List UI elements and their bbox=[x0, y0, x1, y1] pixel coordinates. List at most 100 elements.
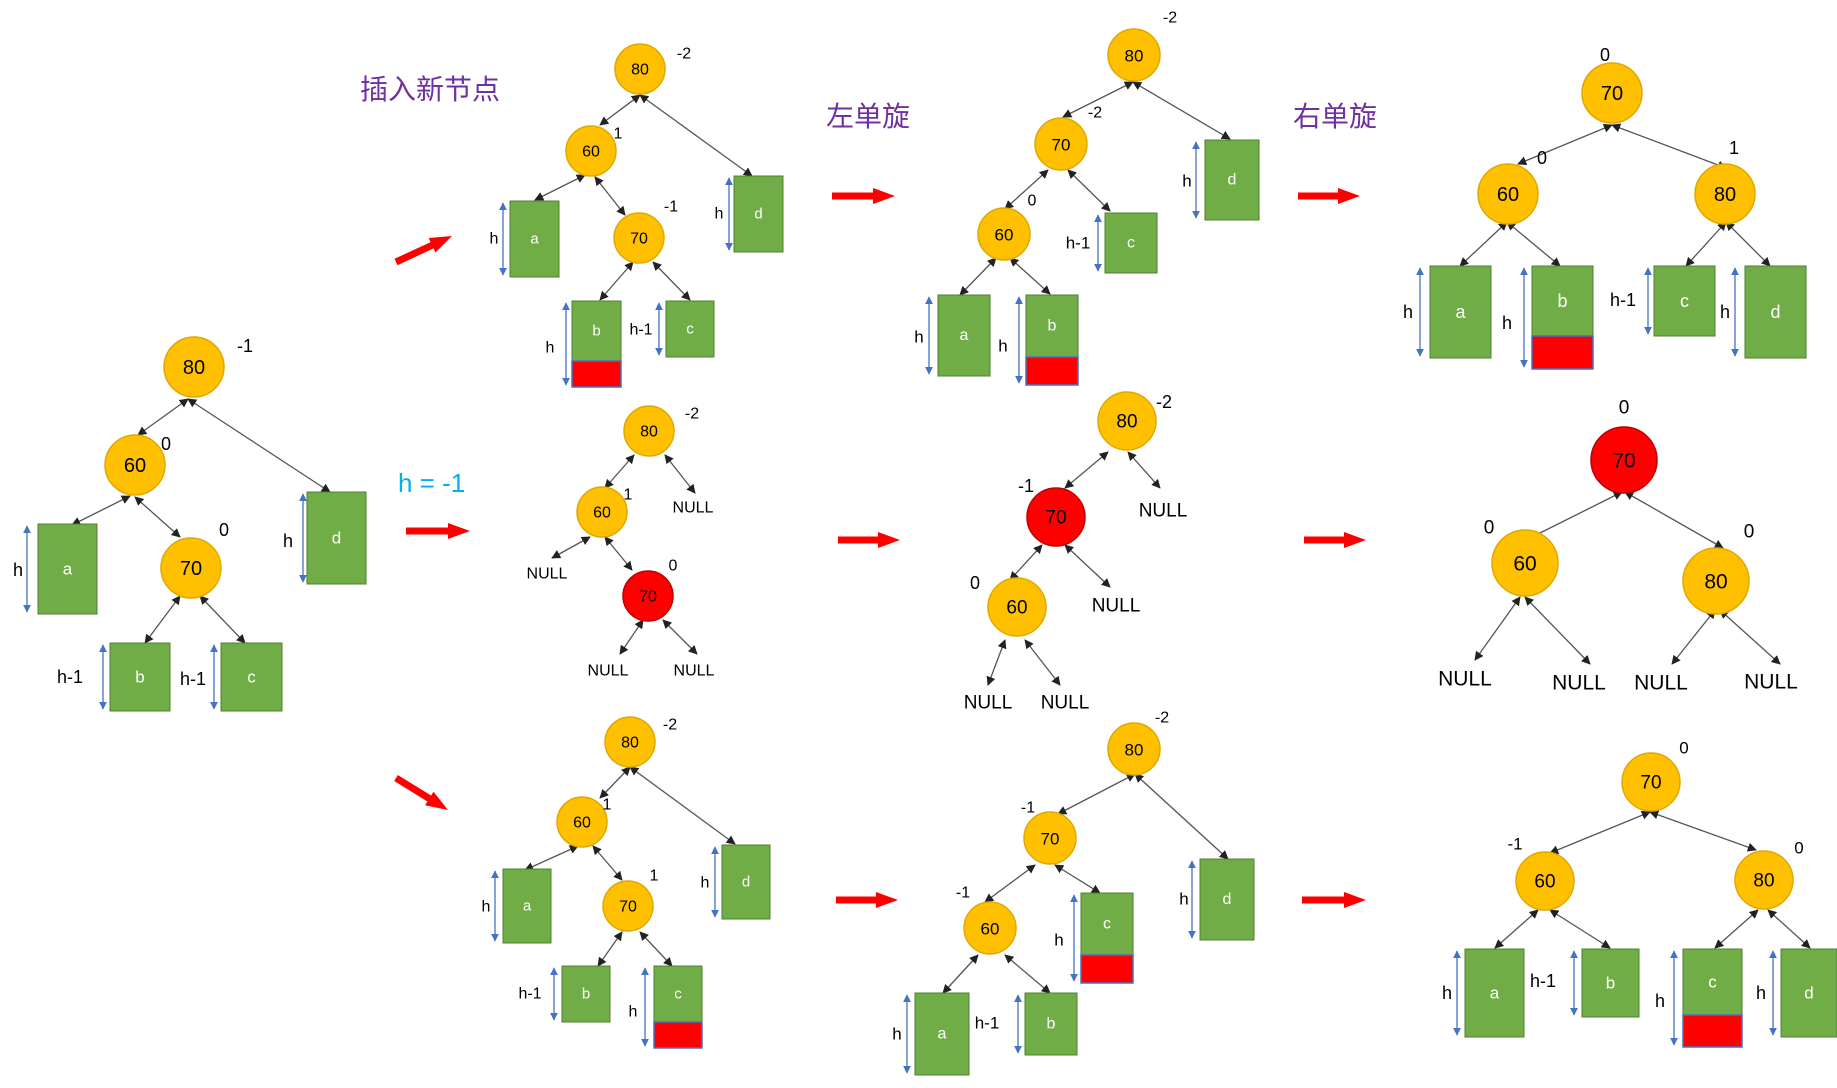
subtree-c: ch-1 bbox=[1066, 212, 1158, 274]
subtree-b: bh-1 bbox=[975, 992, 1078, 1056]
tree-edge bbox=[1506, 221, 1561, 267]
balance-factor: 0 bbox=[1600, 45, 1610, 65]
node-circle bbox=[604, 716, 656, 768]
subtree-name: b bbox=[592, 323, 600, 340]
balance-factor: 0 bbox=[1537, 148, 1547, 168]
subtree-d: dh bbox=[1756, 948, 1837, 1038]
arrow-case2-right bbox=[1304, 532, 1366, 548]
node-circle bbox=[1107, 28, 1161, 82]
tree-edge bbox=[597, 931, 623, 967]
node-value: 70 bbox=[630, 231, 648, 248]
tree-node-80: 80-2 bbox=[1107, 710, 1169, 776]
node-circle bbox=[556, 796, 608, 848]
subtree-box bbox=[1780, 948, 1837, 1038]
arrow-to-case1-insert bbox=[394, 236, 452, 266]
height-label: h bbox=[13, 560, 23, 580]
tree-node-60: 600 bbox=[1484, 518, 1559, 597]
arrow-case3-right bbox=[1302, 892, 1366, 908]
tree-edge bbox=[984, 864, 1036, 903]
node-value: 60 bbox=[981, 920, 1000, 939]
tree-edge bbox=[599, 766, 631, 799]
height-label: h bbox=[998, 337, 1007, 356]
tree-edge bbox=[1474, 596, 1521, 661]
tree-edge bbox=[599, 94, 641, 126]
tree-node-80: 80-2 bbox=[623, 405, 699, 457]
subtree-box bbox=[653, 965, 703, 1023]
tree-node-60: 601 bbox=[565, 125, 623, 177]
height-label: h-1 bbox=[57, 667, 83, 687]
subtree-box bbox=[561, 965, 611, 1023]
tree-node-60: 600 bbox=[104, 434, 171, 496]
subtree-b: bh-1 bbox=[518, 965, 611, 1023]
tree-edge bbox=[1054, 864, 1101, 894]
tree-edge bbox=[71, 495, 131, 526]
balance-factor: 0 bbox=[1744, 522, 1755, 543]
subtree-name: b bbox=[1606, 974, 1615, 993]
balance-factor: 0 bbox=[1484, 518, 1495, 539]
subtree-box bbox=[37, 523, 98, 615]
node-value: 80 bbox=[183, 357, 205, 379]
height-label: h-1 bbox=[975, 1014, 1000, 1033]
tree-edge bbox=[662, 619, 698, 655]
subtree-b: bh bbox=[546, 300, 622, 388]
subtree-name: c bbox=[1708, 973, 1717, 992]
tree-edge bbox=[986, 639, 1007, 686]
subtree-d: dh bbox=[1182, 139, 1260, 221]
tree-edge bbox=[1067, 169, 1111, 212]
height-label: h bbox=[1403, 302, 1413, 322]
balance-factor: 1 bbox=[603, 797, 612, 814]
arrow-case1-right bbox=[1298, 188, 1360, 204]
node-circle bbox=[987, 577, 1047, 637]
subtree-box bbox=[1464, 948, 1525, 1038]
subtree-box bbox=[1080, 892, 1134, 956]
node-circle bbox=[1581, 62, 1643, 124]
node-circle bbox=[104, 434, 166, 496]
tree-edge bbox=[959, 257, 997, 296]
subtree-box bbox=[1199, 858, 1255, 941]
tree-node-70: 70-1 bbox=[1021, 800, 1077, 865]
subtree-box bbox=[109, 642, 171, 712]
node-circle bbox=[1477, 163, 1539, 225]
tree-edge bbox=[524, 845, 579, 871]
height-label: h bbox=[482, 899, 491, 916]
balance-factor: 0 bbox=[1679, 739, 1688, 758]
height-label: h-1 bbox=[518, 986, 541, 1003]
subtree-c: ch-1 bbox=[1610, 265, 1716, 337]
tree-edge bbox=[629, 766, 736, 845]
balance-factor: 0 bbox=[219, 520, 229, 540]
tree-edge bbox=[664, 454, 696, 494]
height-label: h bbox=[283, 531, 293, 551]
inserted-node-box bbox=[653, 1021, 703, 1049]
tree-node-60: 60 1 bbox=[556, 796, 612, 848]
null-leaf: NULL bbox=[1552, 672, 1606, 695]
tree-node-70: 700 bbox=[1621, 739, 1689, 812]
subtree-a: ah bbox=[13, 523, 98, 615]
node-circle bbox=[1515, 851, 1575, 911]
node-circle bbox=[1682, 547, 1750, 615]
balance-factor: -2 bbox=[685, 406, 699, 423]
subtree-box bbox=[1025, 294, 1079, 358]
tree-edge bbox=[1671, 609, 1716, 665]
height-label: h bbox=[1720, 302, 1730, 322]
tree-edge bbox=[1459, 221, 1508, 267]
subtree-name: b bbox=[135, 668, 144, 687]
null-leaf: NULL bbox=[1634, 672, 1688, 695]
balance-factor: -1 bbox=[1021, 800, 1035, 817]
subtree-name: d bbox=[742, 874, 750, 891]
node-value: 60 bbox=[573, 815, 591, 832]
tree-edge bbox=[1725, 221, 1771, 267]
subtree-box bbox=[1104, 212, 1158, 274]
tree-edge bbox=[137, 398, 189, 436]
tree-node-80: 800 bbox=[1734, 839, 1804, 910]
node-circle bbox=[1023, 811, 1077, 865]
balance-factor: 1 bbox=[624, 487, 633, 504]
tree-edge bbox=[1524, 596, 1591, 665]
subtree-name: c bbox=[1680, 291, 1689, 311]
node-value: 80 bbox=[1704, 571, 1727, 594]
balance-factor: -1 bbox=[1018, 476, 1034, 496]
tree-edge bbox=[639, 931, 673, 967]
null-leaf: NULL bbox=[964, 693, 1013, 714]
subtree-name: a bbox=[960, 327, 969, 344]
tree-edge bbox=[619, 619, 644, 655]
null-leaf: NULL bbox=[588, 663, 629, 680]
